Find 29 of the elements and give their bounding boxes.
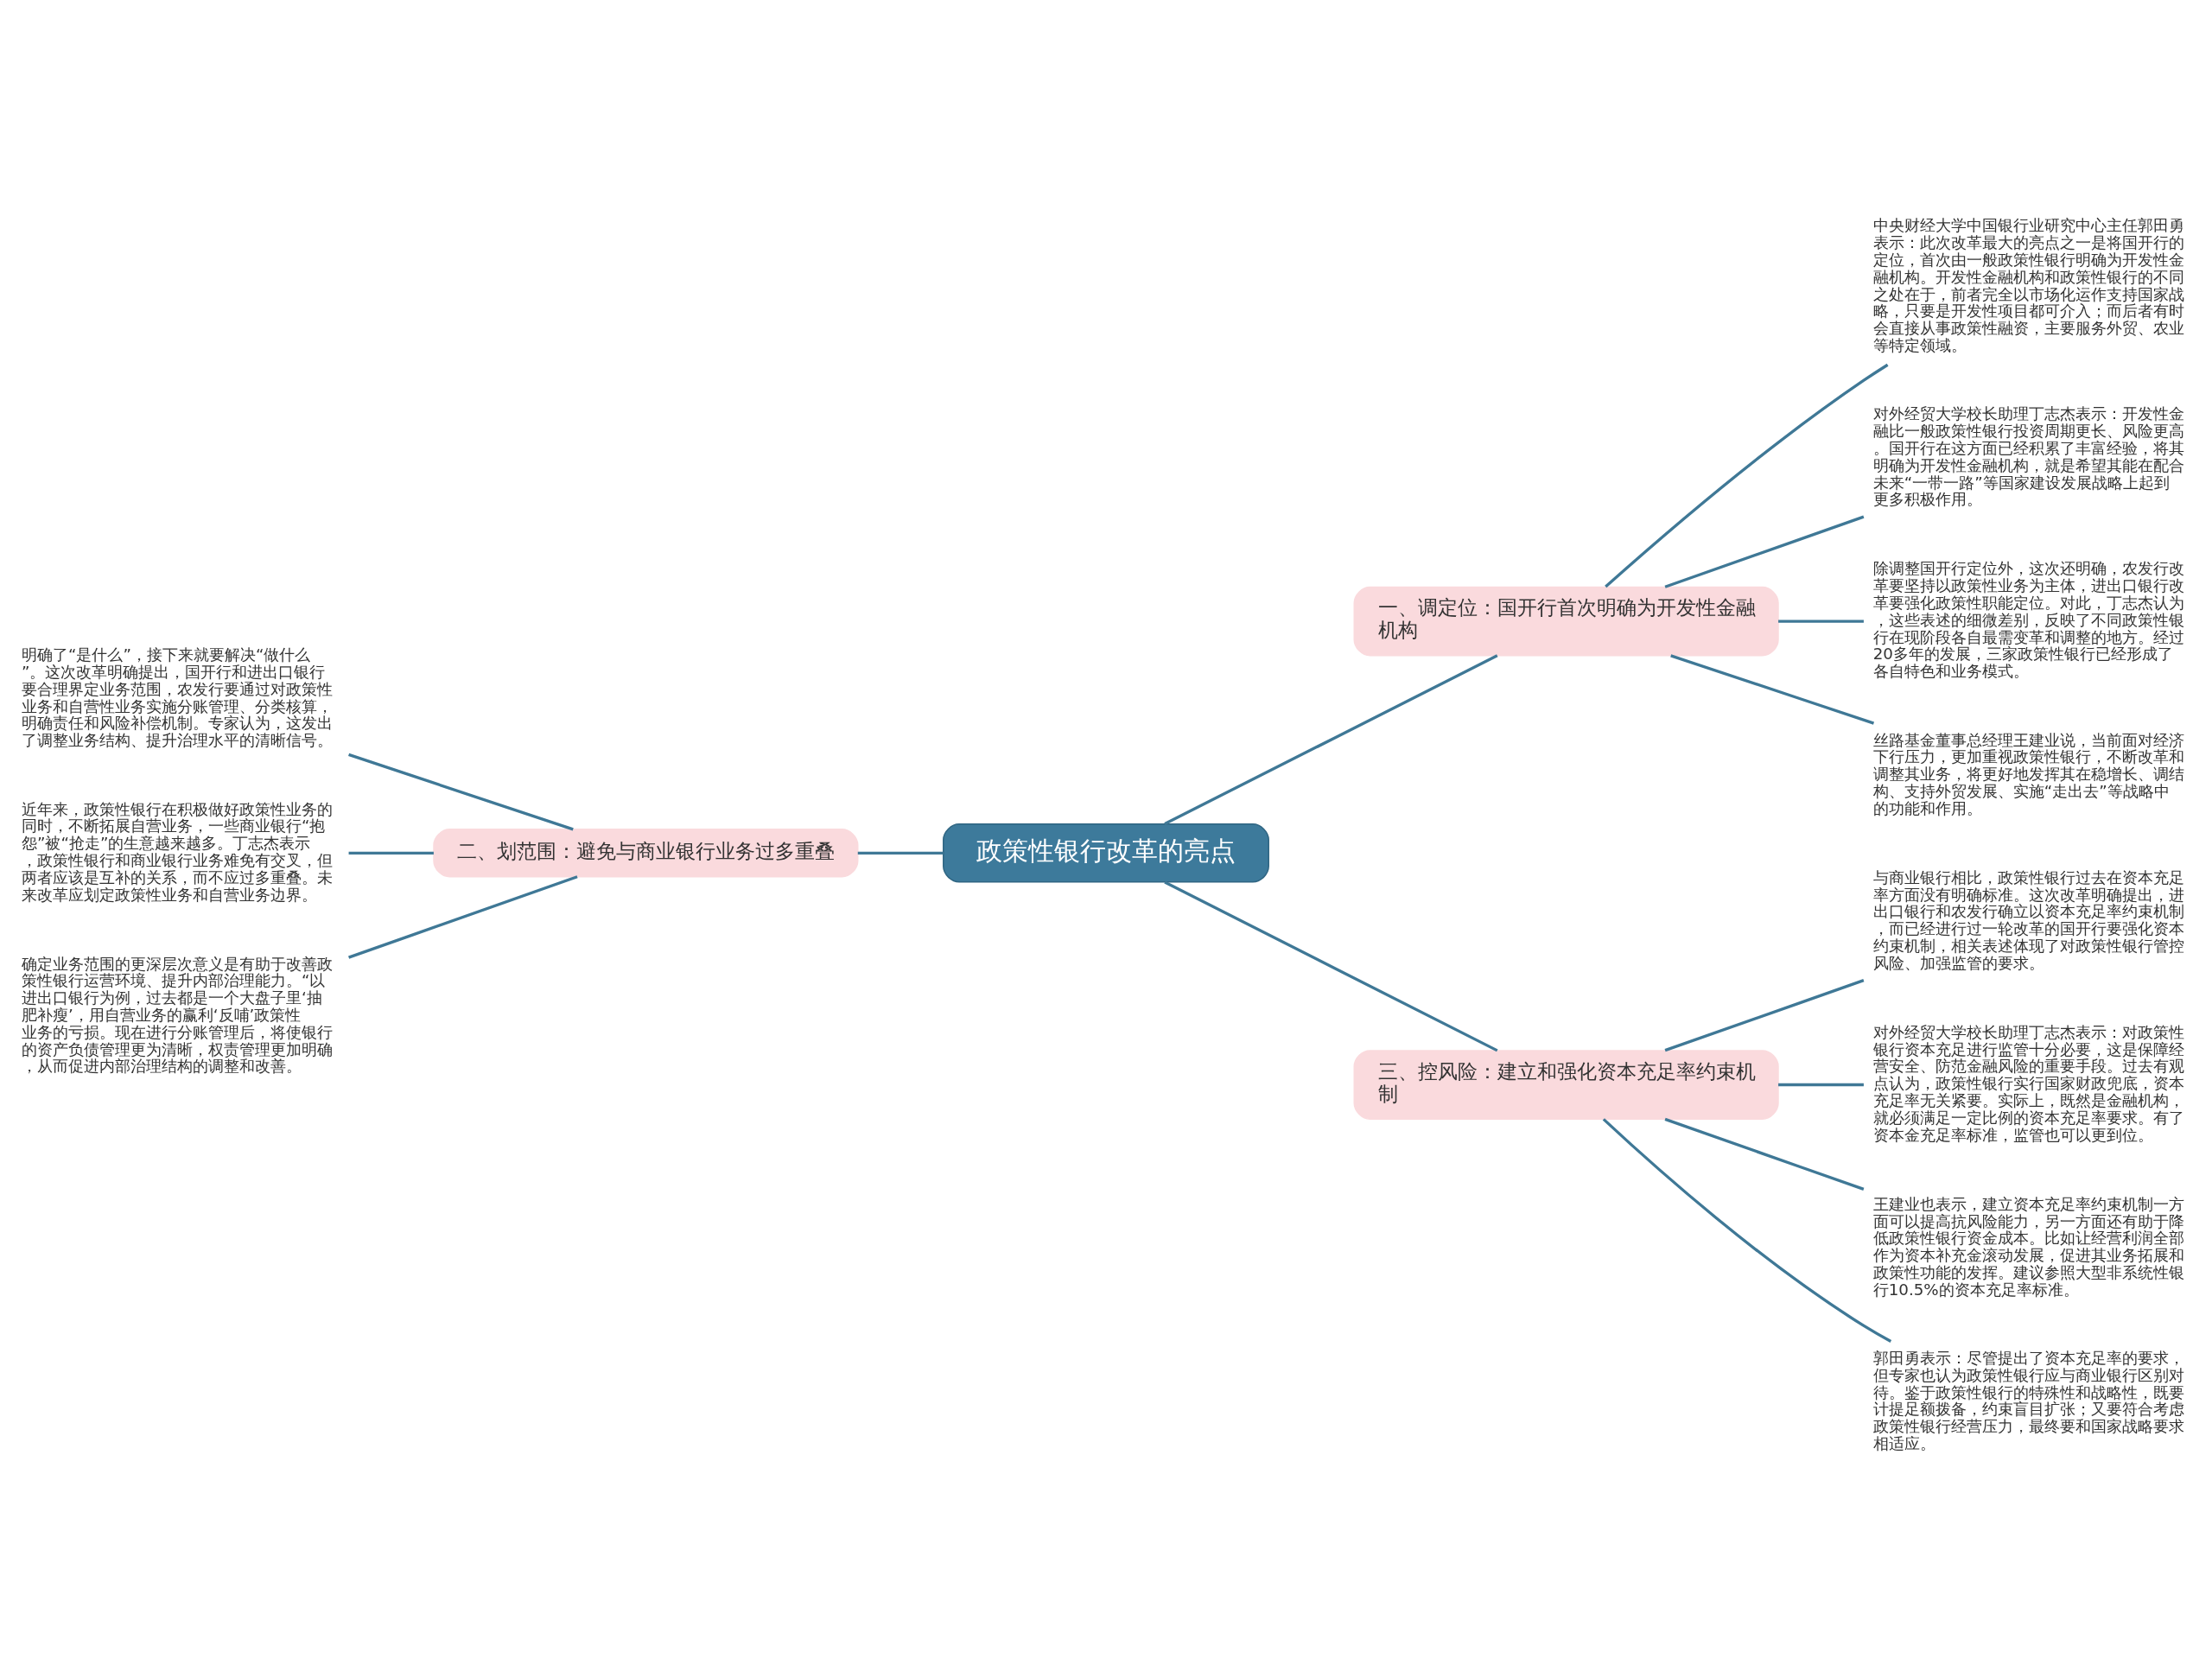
connector (1664, 1117, 1865, 1191)
node-text: 中央财经大学中国银行业研究中心主任郭田勇表示：此次改革最大的亮点之一是将国开行的定位，首次由一般政策性银行明确为开发性金融机构。开发性金融机构和政策性银行的不同之处在于，前者完全以市场化运作支持国家战略，只要是开发性项目都可介入；而后者有时会直接从事政策性融资，主要服务外贸、农业等特定领域。 (1872, 215, 2184, 354)
node-text: 对外经贸大学校长助理丁志杰表示：开发性金融比一般政策性银行投资周期更长、风险更高。国开行在这方面已经积累了丰富经验，将其明确为开发性金融机构，就是希望其能在配合未来“一带一路”等国家建设发展战略上起到更多积极作用。 (1872, 403, 2184, 508)
node-text: 确定业务范围的更深层次意义是有助于改善政策性银行运营环境、提升内部治理能力。“以进出口银行为例，过去都是一个大盘子里‘抽肥补瘦’，用自营业务的赢利‘反哺’政策性业务的亏损。现在进行分账管理后，将使银行的资产负债管理更为清晰，权责管理更加明确，从而促进内部治理结构的调整和改善。 (22, 954, 334, 1075)
connector (1778, 619, 1864, 623)
connector (348, 753, 574, 830)
node-text: 与商业银行相比，政策性银行过去在资本充足率方面没有明确标准。这次改革明确提出，进出口银行和农发行确立以资本充足率约束机制，而已经进行过一轮改革的国开行要强化资本约束机制，相关表述体现了对政策性银行管控风险、加强监管的要求。 (1872, 867, 2184, 972)
connector (857, 851, 944, 855)
node-box: 一、调定位：国开行首次明确为开发性金融机构 (1353, 586, 1779, 656)
node-text: 王建业也表示，建立资本充足率约束机制一方面可以提高抗风险能力，另一方面还有助于降低政策性银行资金成本。比如让经营利润全部作为资本补充金滚动发展，促进其业务拓展和政策性功能的发挥。建议参照大型非系统性银行10.5%的资本充足率标准。 (1872, 1194, 2184, 1299)
connector (1164, 880, 1498, 1052)
node-text: 明确了“是什么”，接下来就要解决“做什么”。这次改革明确提出，国开行和进出口银行要合理界定业务范围，农发行要通过对政策性业务和自营性业务实施分账管理、分类核算，明确责任和风险补偿机制。专家认为，这发出了调整业务结构、提升治理水平的清晰信号。 (22, 645, 334, 749)
node-text: 除调整国开行定位外，这次还明确，农发行改革要坚持以政策性业务为主体，进出口银行改革要强化政策性职能定位。对此，丁志杰认为，这些表述的细微差别，反映了不同政策性银行在现阶段各自最需变革和调整的地方。经过20多年的发展，三家政策性银行已经形成了各自特色和业务模式。 (1872, 558, 2184, 680)
connector (1602, 1117, 1892, 1343)
node-box: 三、控风险：建立和强化资本充足率约束机制 (1353, 1049, 1779, 1120)
node-box: 二、划范围：避免与商业银行业务过多重叠 (433, 828, 859, 877)
connector (1605, 363, 1889, 588)
connector (1664, 978, 1865, 1052)
node-text: 丝路基金董事总经理王建业说，当前面对经济下行压力，更加重视政策性银行，不断改革和调整其业务，将更好地发挥其在稳增长、调结构、支持外贸发展、实施“走出去”等战略中的功能和作用。 (1872, 730, 2184, 817)
node-box: 政策性银行改革的亮点 (943, 823, 1269, 883)
node-text: 近年来，政策性银行在积极做好政策性业务的同时，不断拓展自营业务，一些商业银行“抱怨”被“抢走”的生意越来越多。丁志杰表示，政策性银行和商业银行业务难免有交叉，但两者应该是互补的关系，而不应过多重叠。未来改革应划定政策性业务和自营业务边界。 (22, 799, 334, 904)
node-text: 对外经贸大学校长助理丁志杰表示：对政策性银行资本充足进行监管十分必要，这是保障经营安全、防范金融风险的重要手段。过去有观点认为，政策性银行实行国家财政兜底，资本充足率无关紧要。实际上，既然是金融机构，就必须满足一定比例的资本充足率要求。有了资本金充足率标准，监管也可以更到位。 (1872, 1022, 2184, 1144)
node-text: 郭田勇表示：尽管提出了资本充足率的要求，但专家也认为政策性银行应与商业银行区别对待。鉴于政策性银行的特殊性和战略性，既要计提足额拨备，约束盲目扩张；又要符合考虑政策性银行经营压力，最终要和国家战略要求相适应。 (1872, 1348, 2184, 1452)
connector (1778, 1083, 1864, 1086)
connector (1670, 653, 1875, 725)
connector (348, 851, 434, 855)
connector (1164, 653, 1498, 825)
connector (1664, 515, 1865, 588)
connector (348, 874, 578, 959)
